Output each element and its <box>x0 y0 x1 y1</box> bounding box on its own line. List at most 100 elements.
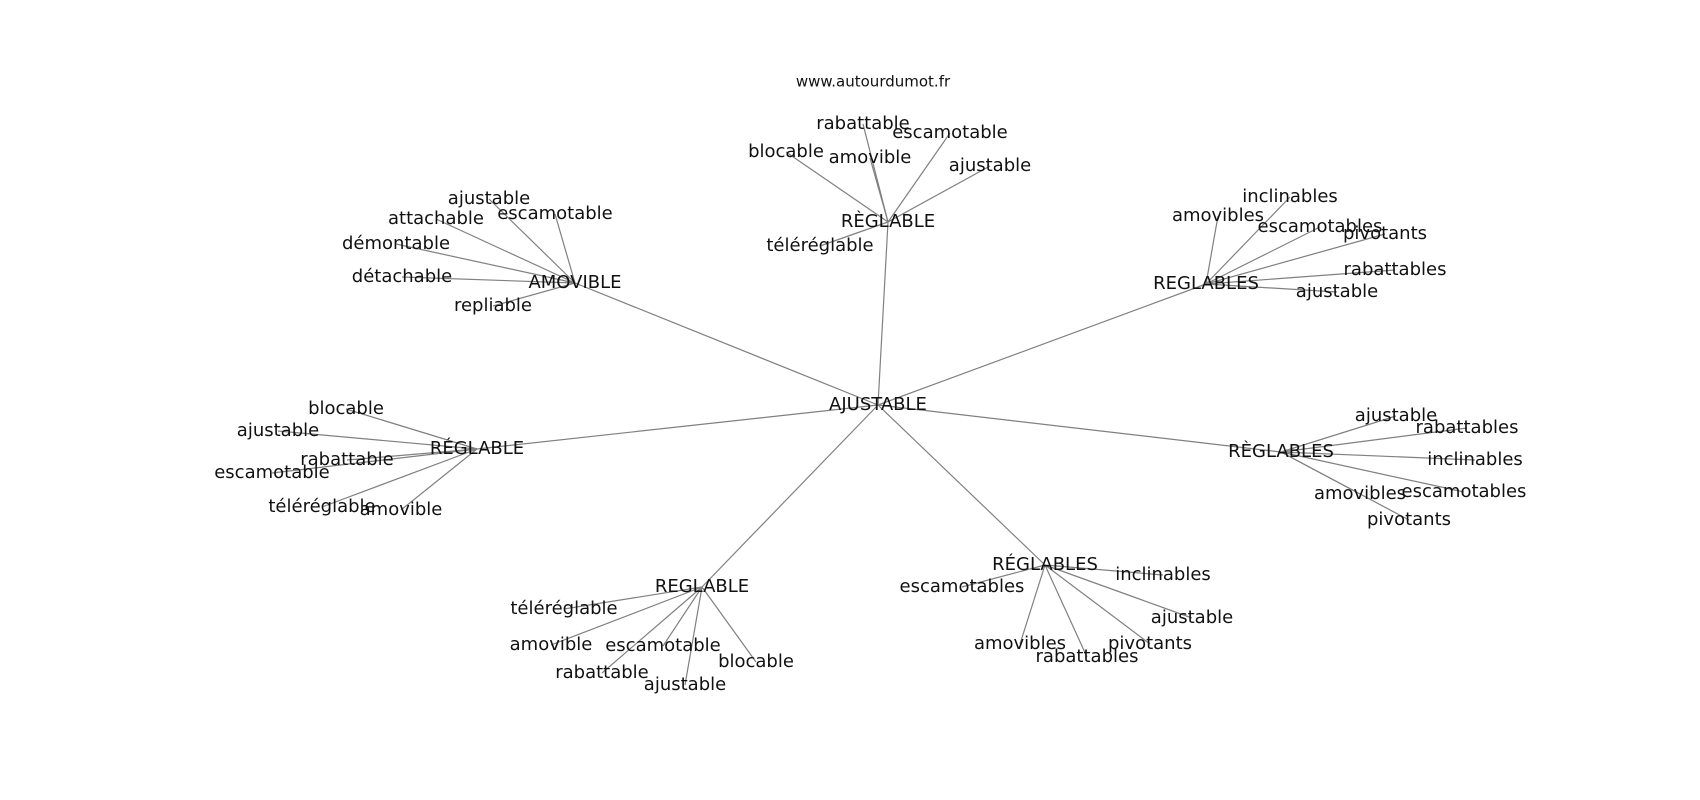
edge-hub-to-leaf <box>1044 564 1088 658</box>
leaf-word-node: rabattables <box>1036 646 1139 667</box>
leaf-word-node: escamotable <box>214 462 330 483</box>
edge-hub-to-leaf <box>488 198 576 284</box>
edge-center-to-hub <box>877 221 889 406</box>
source-label: www.autourdumot.fr <box>796 73 951 91</box>
edge-hub-to-leaf <box>1205 269 1396 285</box>
edge-hub-to-leaf <box>1205 233 1386 285</box>
leaf-word-node: amovibles <box>1314 483 1406 504</box>
edge-hub-to-leaf <box>321 448 478 508</box>
center-word-node: AJUSTABLE <box>829 394 927 415</box>
edge-hub-to-leaf <box>1205 215 1219 285</box>
edge-hub-to-leaf <box>346 448 478 461</box>
graph-edges <box>271 123 1476 686</box>
leaf-word-node: détachable <box>352 266 452 287</box>
edge-hub-to-leaf <box>887 132 951 223</box>
hub-word-node: REGLABLES <box>1153 273 1259 294</box>
leaf-word-node: repliable <box>454 295 532 316</box>
leaf-word-node: ajustable <box>644 674 726 695</box>
edge-hub-to-leaf <box>1205 226 1321 285</box>
edge-hub-to-leaf <box>401 276 576 284</box>
edge-hub-to-leaf <box>1280 451 1410 521</box>
edge-hub-to-leaf <box>550 586 703 646</box>
leaf-word-node: pivotants <box>1108 633 1192 654</box>
leaf-word-node: rabattable <box>555 662 649 683</box>
leaf-word-node: amovible <box>829 147 912 168</box>
edge-hub-to-leaf <box>1044 564 1151 645</box>
leaf-word-node: pivotants <box>1343 223 1427 244</box>
leaf-word-node: blocable <box>308 398 384 419</box>
leaf-word-node: inclinables <box>1427 449 1523 470</box>
leaf-word-node: ajustable <box>1296 281 1378 302</box>
leaf-word-node: blocable <box>748 141 824 162</box>
edge-center-to-hub <box>701 404 879 588</box>
hub-word-node: RÈGLABLES <box>1228 440 1334 462</box>
edge-hub-to-leaf <box>563 586 703 610</box>
edge-hub-to-leaf <box>345 408 478 450</box>
edge-hub-to-leaf <box>1280 451 1465 493</box>
edge-hub-to-leaf <box>887 165 991 223</box>
edge-hub-to-leaf <box>1205 196 1291 285</box>
leaf-word-node: escamotables <box>1258 216 1383 237</box>
edge-hub-to-leaf <box>684 586 703 686</box>
leaf-word-node: escamotable <box>497 203 613 224</box>
edge-center-to-hub <box>476 404 879 450</box>
leaf-word-node: escamotables <box>900 576 1025 597</box>
leaf-word-node: escamotable <box>892 122 1008 143</box>
leaf-word-node: téléréglable <box>766 235 873 256</box>
edge-hub-to-leaf <box>701 586 757 663</box>
hub-word-node: AMOVIBLE <box>528 272 621 293</box>
leaf-word-node: ajustable <box>1355 405 1437 426</box>
edge-hub-to-leaf <box>395 243 576 284</box>
edge-hub-to-leaf <box>1019 564 1046 645</box>
edge-hub-to-leaf <box>435 218 576 284</box>
leaf-word-node: rabattable <box>816 113 910 134</box>
leaf-word-node: démontable <box>342 233 450 254</box>
leaf-word-node: téléréglable <box>268 496 375 517</box>
leaf-word-node: amovibles <box>974 633 1066 654</box>
leaf-word-node: ajustable <box>448 188 530 209</box>
edge-hub-to-leaf <box>869 157 889 223</box>
leaf-word-node: blocable <box>718 651 794 672</box>
leaf-word-node: escamotable <box>605 635 721 656</box>
edge-hub-to-leaf <box>1205 283 1338 293</box>
edge-hub-to-leaf <box>554 213 576 284</box>
edge-hub-to-leaf <box>1044 564 1193 619</box>
edge-hub-to-leaf <box>1280 427 1468 453</box>
leaf-word-node: amovible <box>510 634 593 655</box>
edge-hub-to-leaf <box>1044 564 1164 576</box>
edge-center-to-hub <box>877 404 1282 453</box>
hub-word-node: RÈGLABLE <box>841 210 935 232</box>
edge-hub-to-leaf <box>400 448 478 511</box>
leaf-word-node: ajustable <box>949 155 1031 176</box>
edge-hub-to-leaf <box>1280 415 1397 453</box>
edge-hub-to-leaf <box>271 448 478 474</box>
graph-labels: AJUSTABLERÈGLABLErabattableescamotablebl… <box>214 113 1526 695</box>
leaf-word-node: rabattables <box>1344 259 1447 280</box>
leaf-word-node: attachable <box>388 208 484 229</box>
edge-center-to-hub <box>574 282 879 406</box>
leaf-word-node: ajustable <box>1151 607 1233 628</box>
leaf-word-node: inclinables <box>1115 564 1211 585</box>
edge-hub-to-leaf <box>961 564 1046 588</box>
edge-hub-to-leaf <box>1280 451 1476 461</box>
edge-hub-to-leaf <box>662 586 703 647</box>
hub-word-node: RÉGLABLES <box>992 553 1098 575</box>
edge-hub-to-leaf <box>819 221 889 247</box>
hub-word-node: REGLABLE <box>655 576 749 597</box>
leaf-word-node: amovible <box>360 499 443 520</box>
edge-center-to-hub <box>877 283 1207 406</box>
leaf-word-node: pivotants <box>1367 509 1451 530</box>
edge-hub-to-leaf <box>492 282 576 307</box>
edge-center-to-hub <box>877 404 1046 566</box>
leaf-word-node: ajustable <box>237 420 319 441</box>
leaf-word-node: amovibles <box>1172 205 1264 226</box>
edge-hub-to-leaf <box>277 430 478 450</box>
edge-hub-to-leaf <box>601 586 703 674</box>
leaf-word-node: téléréglable <box>510 598 617 619</box>
leaf-word-node: escamotables <box>1402 481 1527 502</box>
leaf-word-node: rabattable <box>300 449 394 470</box>
hub-word-node: RÉGLABLE <box>430 437 524 459</box>
leaf-word-node: inclinables <box>1242 186 1338 207</box>
leaf-word-node: rabattables <box>1416 417 1519 438</box>
